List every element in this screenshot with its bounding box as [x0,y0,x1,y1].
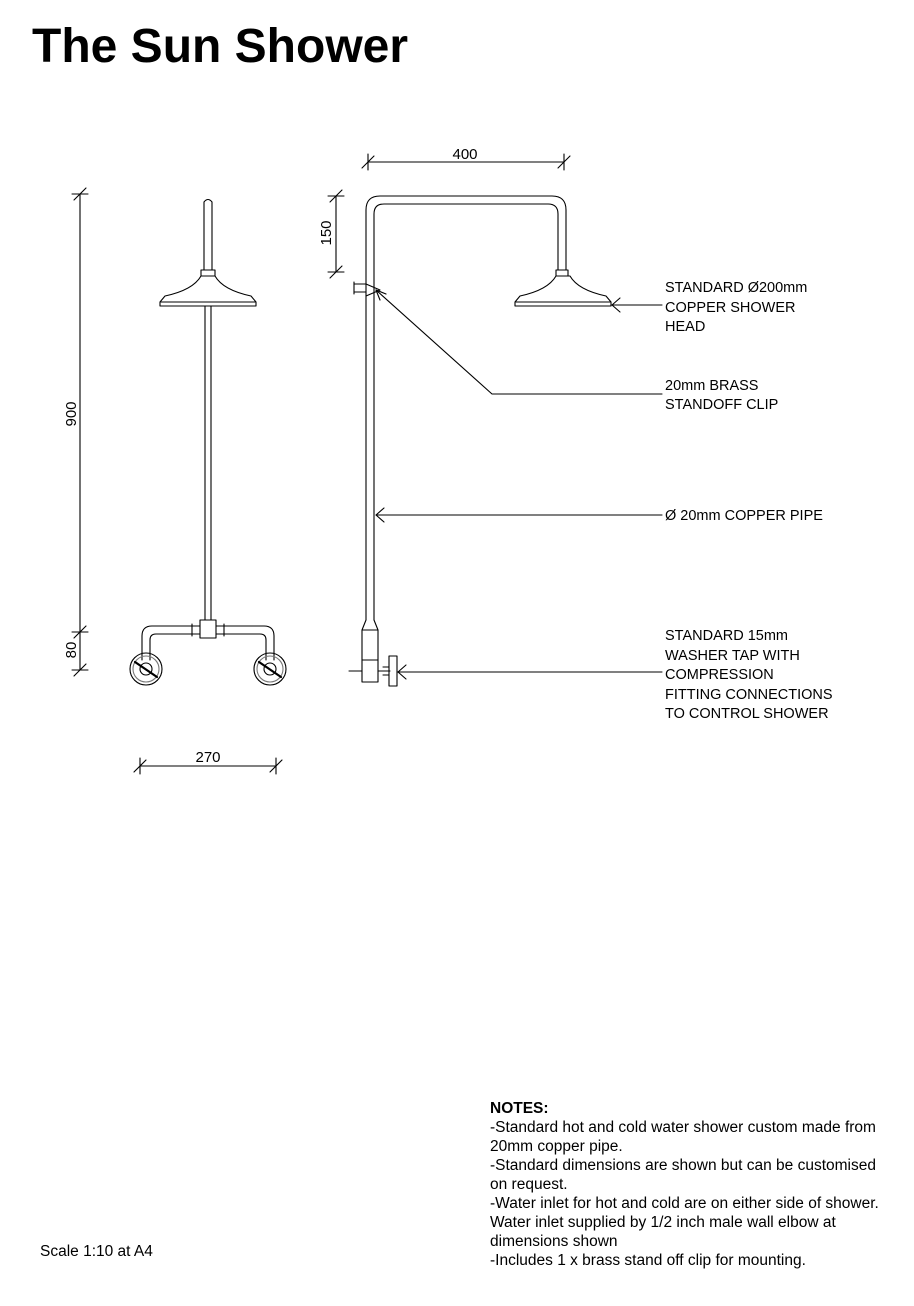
dim-label-80: 80 [63,642,80,659]
side-arm-inner [373,203,559,621]
front-shower-head [159,275,257,307]
note-item: -Standard hot and cold water shower cust… [490,1119,876,1155]
side-shower-head [514,275,612,307]
dim-label-270: 270 [195,749,220,766]
front-riser-top [203,198,213,271]
side-head-connector [555,269,569,277]
notes-heading: NOTES: [490,1100,549,1117]
dim-label-150: 150 [318,220,335,245]
front-manifold [141,625,201,661]
note-item: -Standard dimensions are shown but can b… [490,1157,876,1193]
front-head-connector [200,269,216,277]
callout-shower-head: STANDARD Ø200mm COPPER SHOWER HEAD [665,280,807,335]
svg-text:STANDARD 15mm: STANDARD 15mm [665,628,788,644]
dim-label-400: 400 [452,146,477,163]
side-standoff-clip [353,281,381,297]
svg-text:WASHER TAP WITH: WASHER TAP WITH [665,648,800,664]
svg-text:TO CONTROL SHOWER: TO CONTROL SHOWER [665,706,829,722]
svg-text:COPPER SHOWER: COPPER SHOWER [665,300,796,316]
side-view [348,195,612,687]
svg-text:HEAD: HEAD [665,319,705,335]
scale-label: Scale 1:10 at A4 [40,1243,153,1260]
svg-text:FITTING CONNECTIONS: FITTING CONNECTIONS [665,687,833,703]
notes-block: NOTES: -Standard hot and cold water show… [490,1099,890,1270]
svg-text:STANDOFF CLIP: STANDOFF CLIP [665,397,778,413]
callout-standoff-clip: 20mm BRASS STANDOFF CLIP [665,378,778,413]
side-compression-nut [361,619,379,661]
svg-text:COMPRESSION: COMPRESSION [665,667,774,683]
svg-text:20mm BRASS: 20mm BRASS [665,378,758,394]
svg-text:STANDARD Ø200mm: STANDARD Ø200mm [665,280,807,296]
front-wall-flange-left [129,652,163,686]
front-wall-flange-right [253,652,287,686]
side-arm-outer [365,195,567,621]
leader-lines [375,289,663,680]
note-item: -Water inlet for hot and cold are on eit… [490,1195,879,1250]
front-tee [199,619,217,639]
dimension-lines [71,153,571,775]
side-washer-tap [348,655,398,687]
callout-copper-pipe: Ø 20mm COPPER PIPE [665,508,823,524]
svg-text:Ø 20mm COPPER PIPE: Ø 20mm COPPER PIPE [665,508,823,524]
dim-label-900: 900 [63,401,80,426]
callout-washer-tap: STANDARD 15mm WASHER TAP WITH COMPRESSIO… [665,628,833,722]
front-view [129,198,287,686]
note-item: -Includes 1 x brass stand off clip for m… [490,1252,806,1269]
page-title: The Sun Shower [32,20,409,73]
